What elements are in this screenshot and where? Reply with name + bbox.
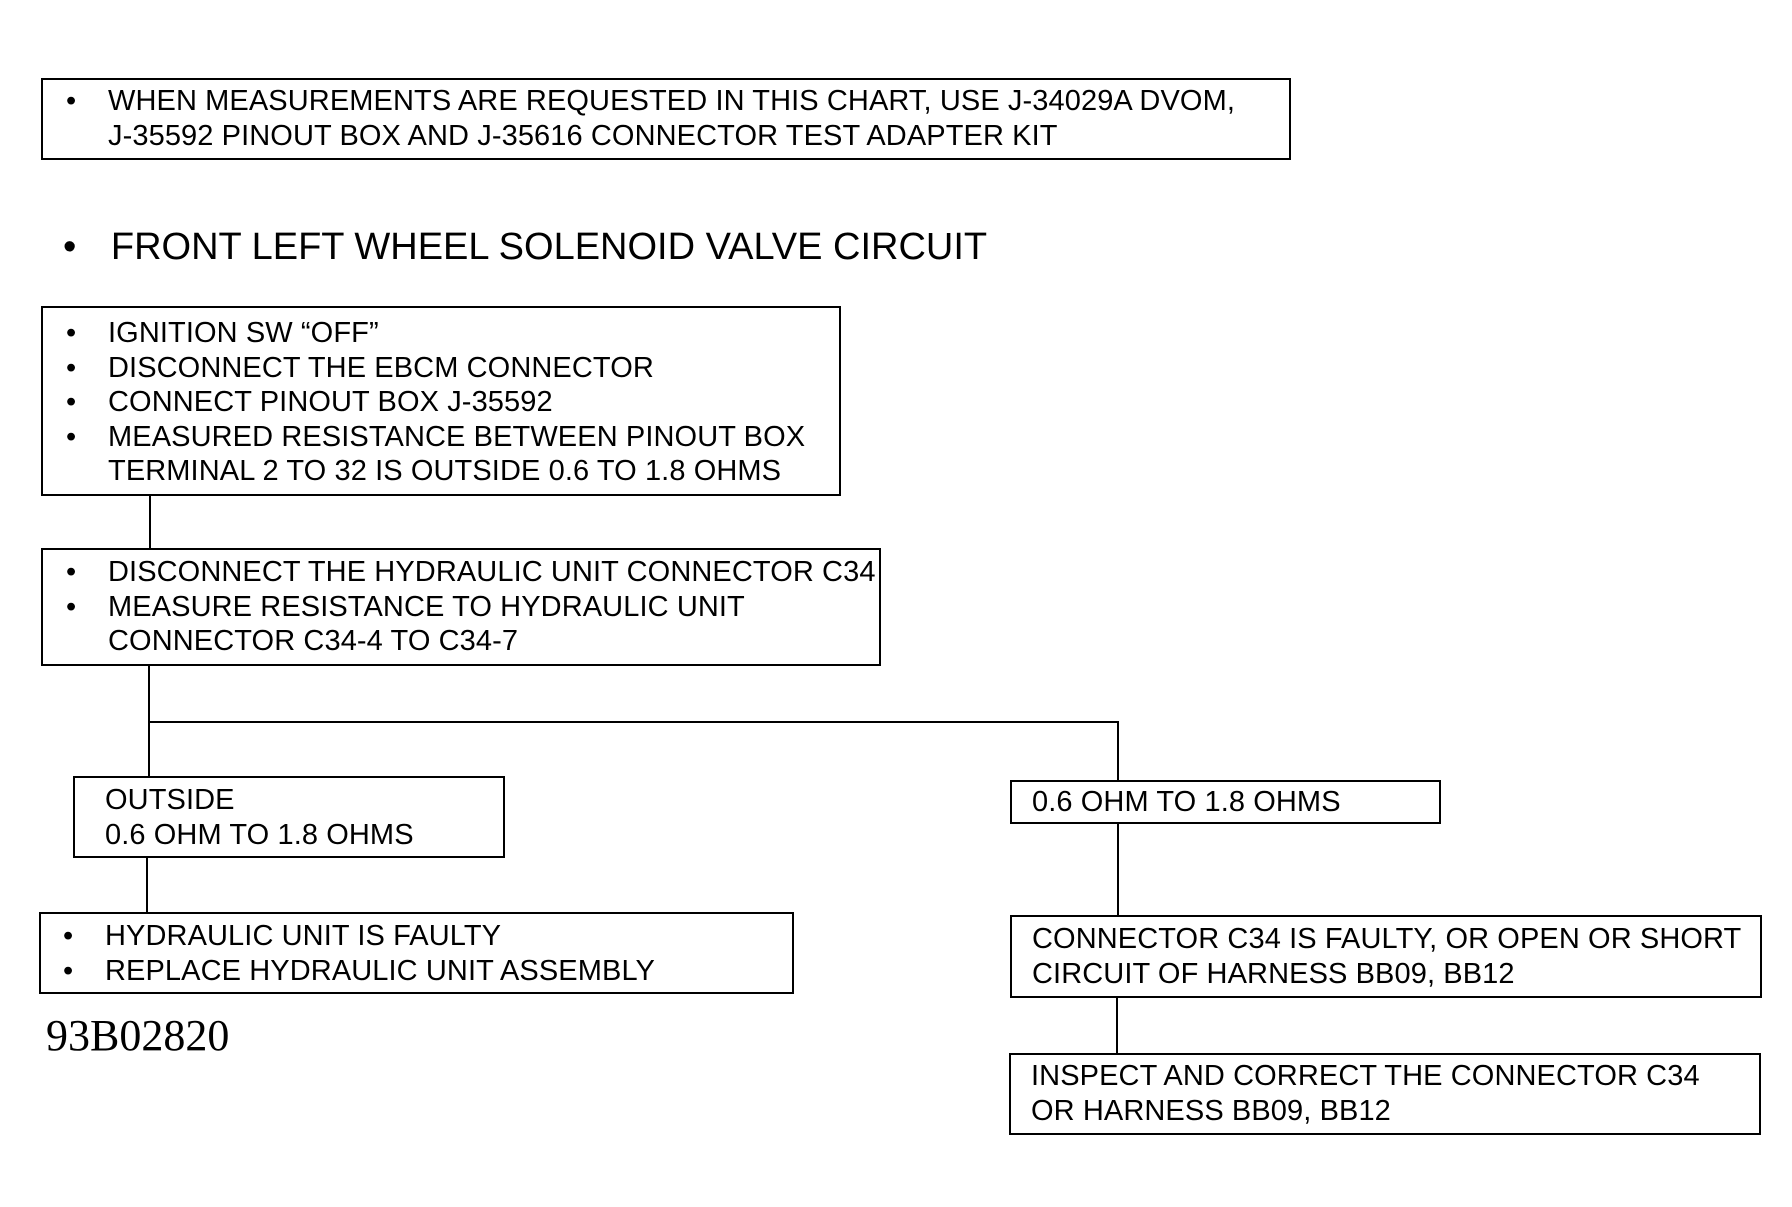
bullet: • xyxy=(66,556,77,588)
circuit-heading: • FRONT LEFT WHEEL SOLENOID VALVE CIRCUI… xyxy=(63,226,987,269)
connector-step2-split xyxy=(148,666,150,722)
step2-box: • DISCONNECT THE HYDRAULIC UNIT CONNECTOR… xyxy=(41,548,881,666)
result-left-item: • REPLACE HYDRAULIC UNIT ASSEMBLY xyxy=(41,954,792,989)
step1-item: • IGNITION SW “OFF” xyxy=(43,316,839,351)
branch-left-line: OUTSIDE xyxy=(105,784,235,816)
step1-text: IGNITION SW “OFF” xyxy=(108,317,379,349)
result-right-line: CIRCUIT OF HARNESS BB09, BB12 xyxy=(1032,957,1515,990)
step1-item: • MEASURED RESISTANCE BETWEEN PINOUT BOX xyxy=(43,420,839,455)
bullet: • xyxy=(66,386,77,418)
step2-continuation: CONNECTOR C34-4 TO C34-7 xyxy=(108,625,519,657)
step1-text: MEASURED RESISTANCE BETWEEN PINOUT BOX xyxy=(108,420,806,453)
note-bullet: • xyxy=(66,85,77,117)
bullet: • xyxy=(63,954,74,987)
bullet: • xyxy=(63,920,74,952)
step2-item: • MEASURE RESISTANCE TO HYDRAULIC UNIT xyxy=(43,590,879,625)
connector-step1-step2 xyxy=(149,495,151,548)
heading-bullet: • xyxy=(63,226,77,268)
note-line: J-35592 PINOUT BOX AND J-35616 CONNECTOR… xyxy=(108,119,1058,152)
connector-right-result-action xyxy=(1116,997,1118,1053)
branch-left-line: 0.6 OHM TO 1.8 OHMS xyxy=(105,818,414,851)
result-left-text: HYDRAULIC UNIT IS FAULTY xyxy=(105,920,502,952)
connector-split-right xyxy=(1117,722,1119,781)
step1-text: DISCONNECT THE EBCM CONNECTOR xyxy=(108,351,654,384)
result-right-line: CONNECTOR C34 IS FAULTY, OR OPEN OR SHOR… xyxy=(1032,923,1742,955)
bullet: • xyxy=(66,420,77,453)
action-right-line: INSPECT AND CORRECT THE CONNECTOR C34 xyxy=(1031,1060,1700,1092)
connector-split-horizontal xyxy=(148,721,1119,723)
branch-outside-range-box: OUTSIDE 0.6 OHM TO 1.8 OHMS xyxy=(73,776,505,858)
connector-split-left xyxy=(148,722,150,777)
step2-text: MEASURE RESISTANCE TO HYDRAULIC UNIT xyxy=(108,590,745,623)
step1-box: • IGNITION SW “OFF” • DISCONNECT THE EBCM … xyxy=(41,306,841,496)
bullet: • xyxy=(66,590,77,623)
step2-item: • DISCONNECT THE HYDRAULIC UNIT CONNECTOR… xyxy=(43,555,879,590)
bullet: • xyxy=(66,317,77,349)
step2-text: DISCONNECT THE HYDRAULIC UNIT CONNECTOR … xyxy=(108,556,876,588)
step1-text: CONNECT PINOUT BOX J-35592 xyxy=(108,386,553,418)
step1-continuation: TERMINAL 2 TO 32 IS OUTSIDE 0.6 TO 1.8 O… xyxy=(108,455,782,487)
heading-title: FRONT LEFT WHEEL SOLENOID VALVE CIRCUIT xyxy=(110,226,988,268)
result-hydraulic-unit-box: • HYDRAULIC UNIT IS FAULTY • REPLACE HYDRA… xyxy=(39,912,794,994)
note-bullet-item: • WHEN MEASUREMENTS ARE REQUESTED IN THI… xyxy=(43,84,1289,153)
figure-code: 93B02820 xyxy=(46,1011,230,1060)
action-inspect-correct-box: INSPECT AND CORRECT THE CONNECTOR C34 OR… xyxy=(1009,1053,1761,1135)
branch-within-range-box: 0.6 OHM TO 1.8 OHMS xyxy=(1010,780,1441,824)
result-left-text: REPLACE HYDRAULIC UNIT ASSEMBLY xyxy=(105,954,655,987)
branch-right-line: 0.6 OHM TO 1.8 OHMS xyxy=(1032,786,1341,818)
note-line: WHEN MEASUREMENTS ARE REQUESTED IN THIS … xyxy=(108,85,1235,117)
step1-item: • CONNECT PINOUT BOX J-35592 xyxy=(43,385,839,420)
action-right-line: OR HARNESS BB09, BB12 xyxy=(1031,1094,1391,1127)
connector-right-branch-result xyxy=(1117,823,1119,916)
step1-item: • DISCONNECT THE EBCM CONNECTOR xyxy=(43,351,839,386)
bullet: • xyxy=(66,351,77,384)
result-left-item: • HYDRAULIC UNIT IS FAULTY xyxy=(41,919,792,954)
result-connector-fault-box: CONNECTOR C34 IS FAULTY, OR OPEN OR SHOR… xyxy=(1010,915,1762,998)
connector-left-branch-result xyxy=(146,858,148,913)
measurement-note-box: • WHEN MEASUREMENTS ARE REQUESTED IN THI… xyxy=(41,78,1291,160)
